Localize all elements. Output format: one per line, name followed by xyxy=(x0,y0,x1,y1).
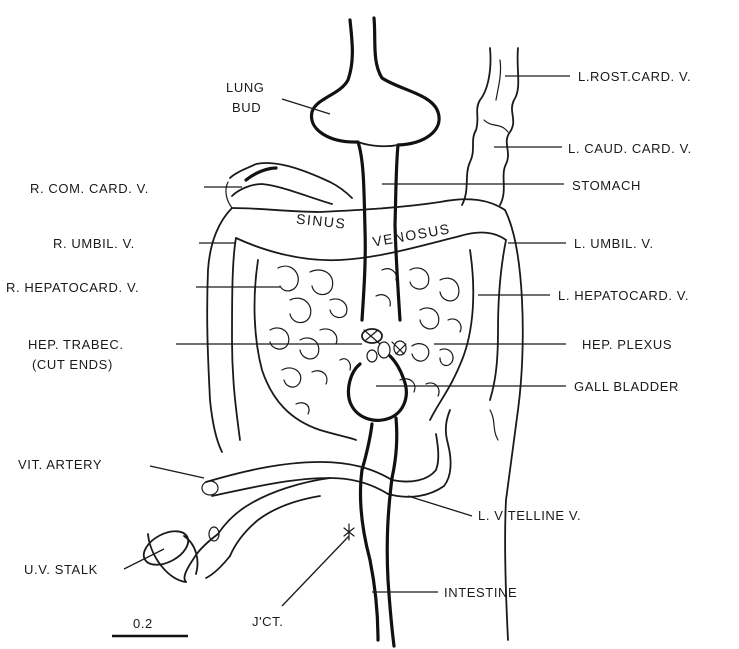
label-l-umbil-v: L. UMBIL. V. xyxy=(574,236,654,251)
leader-jct xyxy=(282,536,349,606)
leader-vit-artery xyxy=(150,466,204,478)
label-venosus: VENOSUS xyxy=(371,220,452,249)
label-hep-trabec: HEP. TRABEC. xyxy=(28,337,124,352)
label-cut-ends: (CUT ENDS) xyxy=(32,357,113,372)
leader-l-vitelline-v xyxy=(408,496,472,516)
label-l-rost-card-v: L.ROST.CARD. V. xyxy=(578,69,691,84)
label-l-caud-card-v: L. CAUD. CARD. V. xyxy=(568,141,692,156)
label-hep-plexus: HEP. PLEXUS xyxy=(582,337,672,352)
label-r-com-card-v: R. COM. CARD. V. xyxy=(30,181,149,196)
label-lung-bud-line2: BUD xyxy=(232,100,261,115)
label-l-hepatocard-v: L. HEPATOCARD. V. xyxy=(558,288,689,303)
label-jct: J'CT. xyxy=(252,614,283,629)
label-r-hepatocard-v: R. HEPATOCARD. V. xyxy=(6,280,139,295)
label-lung-bud-line1: LUNG xyxy=(226,80,265,95)
leader-lines xyxy=(124,76,570,606)
label-sinus: SINUS xyxy=(295,211,347,232)
scale-bar-label: 0.2 xyxy=(133,616,153,631)
label-gall-bladder: GALL BLADDER xyxy=(574,379,679,394)
label-stomach: STOMACH xyxy=(572,178,641,193)
label-vit-artery: VIT. ARTERY xyxy=(18,457,102,472)
label-l-vitelline-v: L. VITELLINE V. xyxy=(478,508,581,523)
anatomy-drawing xyxy=(112,18,523,646)
label-r-umbil-v: R. UMBIL. V. xyxy=(53,236,135,251)
label-intestine: INTESTINE xyxy=(444,585,517,600)
labels: LUNG BUD L.ROST.CARD. V. L. CAUD. CARD. … xyxy=(6,69,692,631)
label-uv-stalk: U.V. STALK xyxy=(24,562,98,577)
